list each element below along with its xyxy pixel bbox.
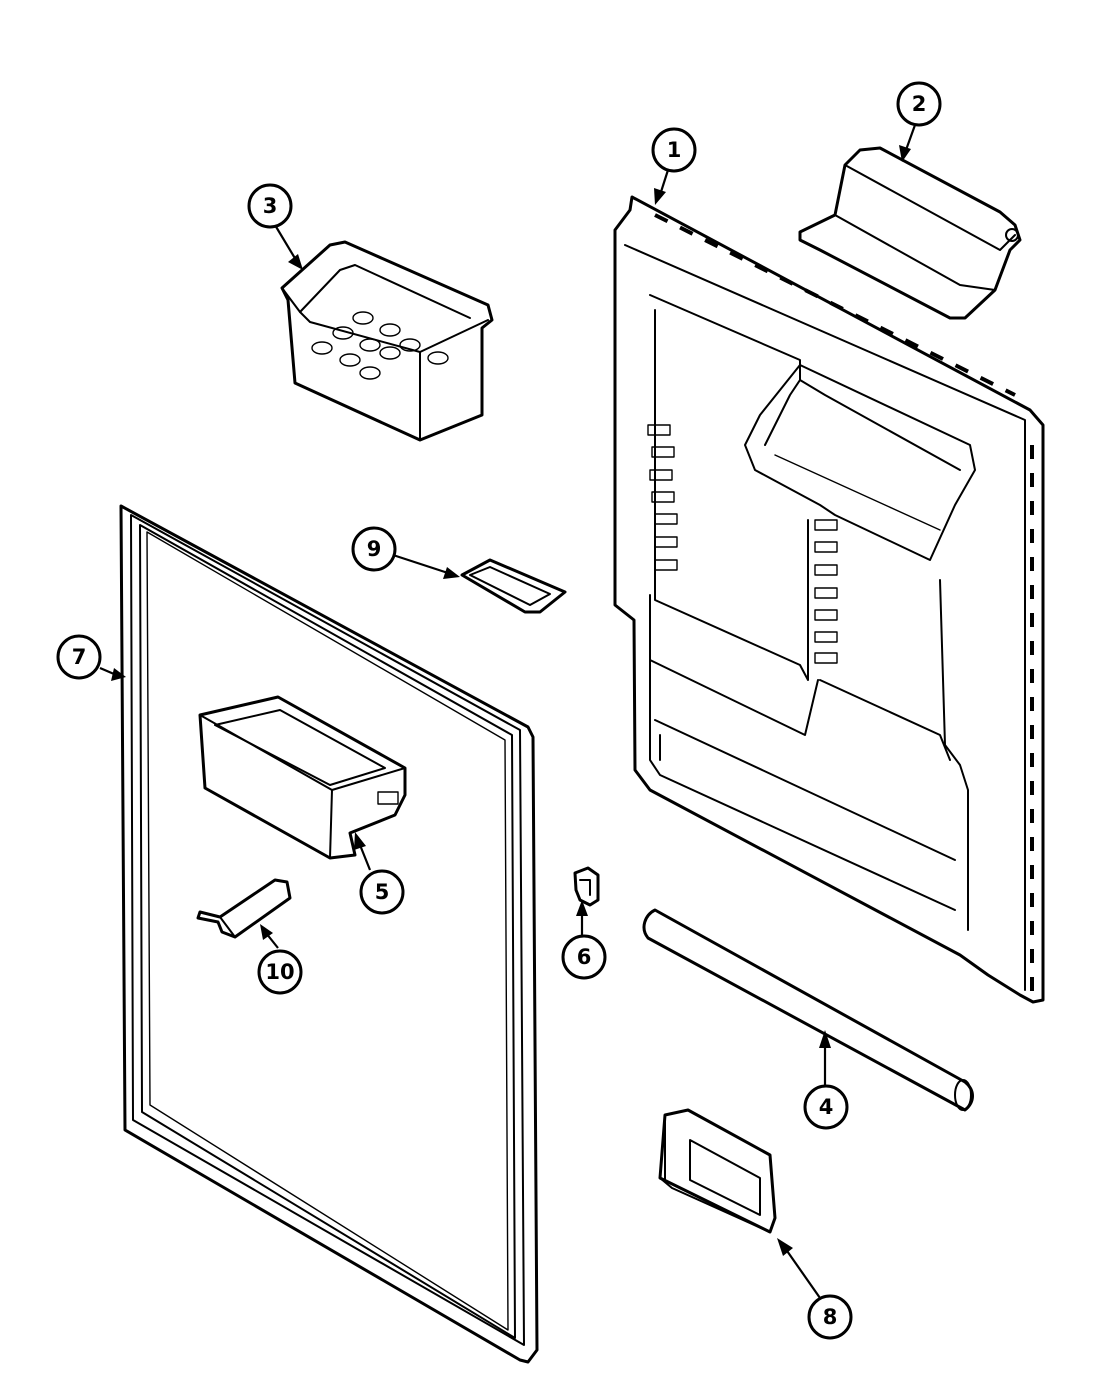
part-dairy-bin	[798, 146, 1022, 320]
callout-3-label: 3	[263, 194, 278, 218]
callout-2: 2	[896, 81, 942, 127]
callout-8: 8	[807, 1294, 853, 1340]
part-clip	[196, 878, 292, 939]
part-trim-rod	[642, 908, 974, 1112]
callout-2-label: 2	[912, 92, 927, 116]
part-door-liner	[613, 195, 1045, 1004]
callout-1-label: 1	[667, 138, 682, 162]
callout-5: 5	[359, 869, 405, 915]
callout-4: 4	[803, 1084, 849, 1130]
callout-4-label: 4	[819, 1095, 834, 1119]
callout-10-label: 10	[265, 960, 294, 984]
callout-6: 6	[561, 934, 607, 980]
part-handle-cover	[658, 1108, 777, 1234]
callout-7-label: 7	[72, 645, 87, 669]
callout-3: 3	[247, 183, 293, 229]
leader-lines	[99, 124, 917, 1299]
part-small-tray	[460, 558, 567, 614]
callout-5-label: 5	[375, 880, 390, 904]
part-door-bin	[198, 695, 407, 860]
shelf-holders-center	[814, 519, 838, 664]
callout-1: 1	[651, 127, 697, 173]
part-egg-bin	[280, 240, 494, 442]
callout-9: 9	[351, 526, 397, 572]
callout-10: 10	[257, 949, 303, 995]
callout-6-label: 6	[577, 945, 592, 969]
callout-7: 7	[56, 634, 102, 680]
shelf-holders-left	[647, 424, 678, 571]
part-door-gasket	[119, 504, 539, 1364]
egg-cups	[311, 311, 449, 380]
part-hinge-clip	[573, 866, 600, 907]
callout-8-label: 8	[823, 1305, 838, 1329]
callout-9-label: 9	[367, 537, 382, 561]
